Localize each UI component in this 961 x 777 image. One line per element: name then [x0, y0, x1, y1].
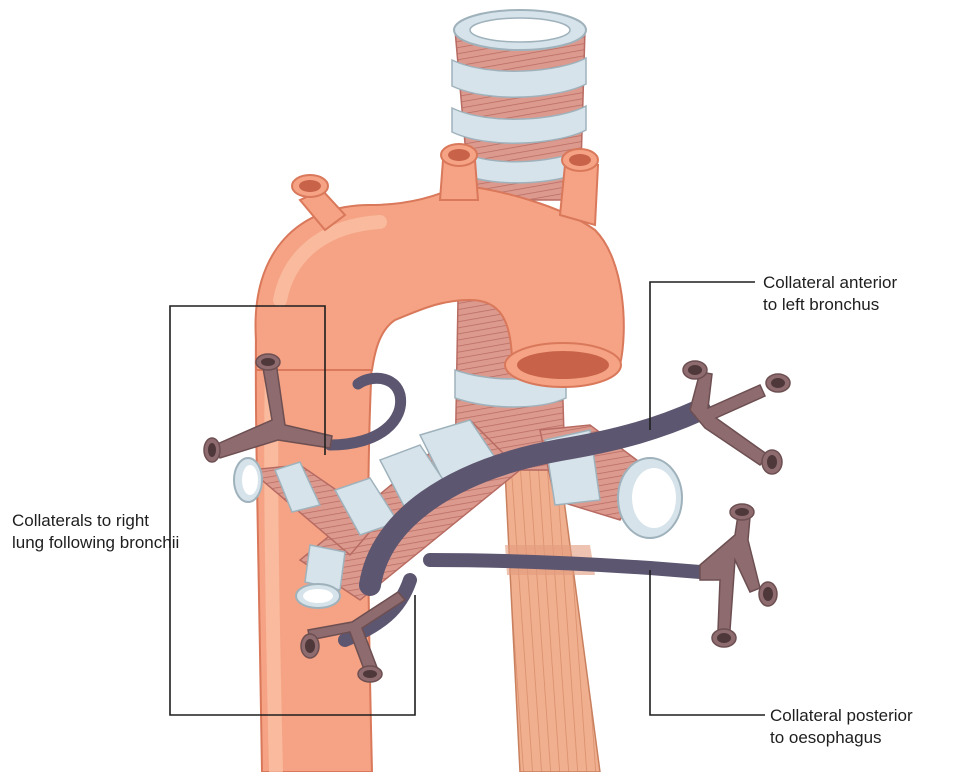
leader-line-posterior	[650, 570, 765, 715]
label-collaterals-right-line1: Collaterals to right	[12, 510, 179, 532]
label-collateral-anterior: Collateral anterior to left bronchus	[763, 272, 897, 316]
label-collateral-anterior-line1: Collateral anterior	[763, 272, 897, 294]
label-collateral-posterior-line2: to oesophagus	[770, 727, 913, 749]
label-collaterals-right: Collaterals to right lung following bron…	[12, 510, 179, 554]
label-collateral-posterior-line1: Collateral posterior	[770, 705, 913, 727]
label-collaterals-right-line2: lung following bronchii	[12, 532, 179, 554]
aortic-arch	[256, 144, 624, 387]
oesophagus	[505, 470, 600, 772]
label-collateral-posterior: Collateral posterior to oesophagus	[770, 705, 913, 749]
label-collateral-anterior-line2: to left bronchus	[763, 294, 897, 316]
left-lung-vessels	[683, 361, 790, 647]
